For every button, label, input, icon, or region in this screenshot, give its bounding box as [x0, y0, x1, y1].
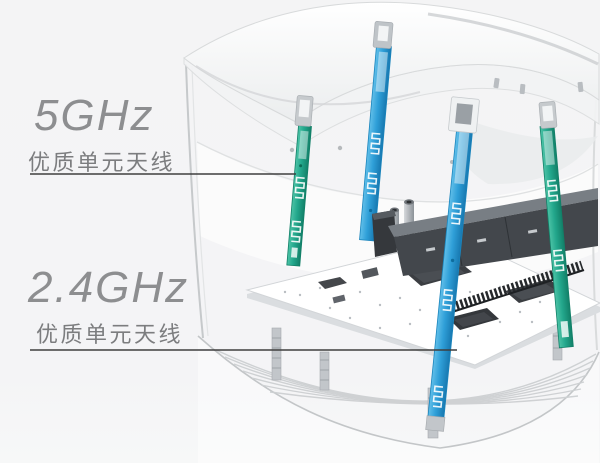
circuit-board: [245, 199, 600, 369]
cap-mount-tabs: [493, 77, 584, 95]
antenna-clip: [294, 95, 314, 127]
antenna-5ghz-rear-right: [539, 124, 574, 349]
antenna-clip: [372, 21, 394, 49]
cap-inner-shadow: [457, 118, 598, 185]
antenna-24ghz-front-right: [425, 124, 474, 432]
antenna-clip: [538, 101, 558, 129]
antenna-bracket: [448, 96, 480, 134]
antenna-5ghz-front-left: [286, 125, 312, 267]
